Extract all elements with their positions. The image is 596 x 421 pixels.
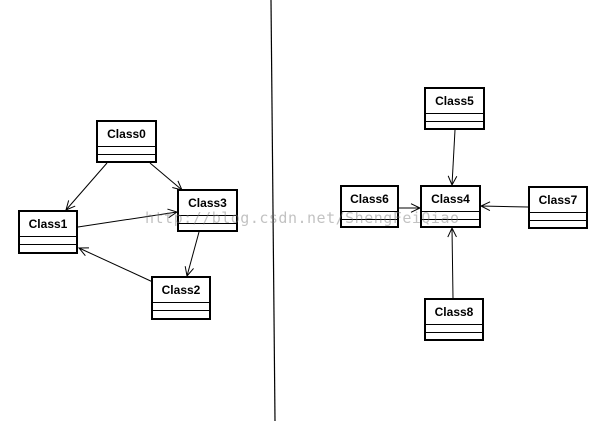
class-name: Class6 (342, 187, 397, 212)
class-name: Class7 (530, 188, 586, 213)
class-name: Class8 (426, 300, 482, 325)
attributes-section (179, 216, 236, 224)
operations-section (342, 220, 397, 227)
arrow-class5-to-class4 (451, 129, 456, 186)
class-name: Class2 (153, 278, 209, 303)
class-box-class6[interactable]: Class6 (340, 185, 399, 228)
arrow-class1-to-class3 (77, 211, 178, 228)
arrow-class7-to-class4 (480, 205, 529, 208)
operations-section (98, 155, 155, 162)
operations-section (422, 220, 479, 227)
class-name: Class0 (98, 122, 155, 147)
class-box-class8[interactable]: Class8 (424, 298, 484, 341)
class-box-class5[interactable]: Class5 (424, 87, 485, 130)
operations-section (153, 311, 209, 318)
operations-section (426, 333, 482, 340)
arrow-class3-to-class2 (186, 231, 200, 277)
divider-line (270, 0, 276, 421)
attributes-section (426, 325, 482, 333)
class-name: Class3 (179, 191, 236, 216)
arrow-class2-to-class1-head (77, 247, 90, 257)
arrow-class0-to-class1 (65, 162, 108, 211)
attributes-section (530, 213, 586, 221)
class-name: Class1 (20, 212, 76, 237)
attributes-section (426, 114, 483, 122)
operations-section (20, 245, 76, 252)
class-box-class4[interactable]: Class4 (420, 185, 481, 228)
attributes-section (153, 303, 209, 311)
attributes-section (98, 147, 155, 155)
arrow-class2-to-class1 (78, 247, 156, 284)
class-box-class2[interactable]: Class2 (151, 276, 211, 320)
operations-section (426, 122, 483, 129)
attributes-section (422, 212, 479, 220)
arrow-class0-to-class3 (149, 162, 183, 191)
class-box-class0[interactable]: Class0 (96, 120, 157, 163)
arrow-class8-to-class4 (451, 227, 454, 299)
attributes-section (342, 212, 397, 220)
class-name: Class4 (422, 187, 479, 212)
operations-section (179, 224, 236, 231)
arrow-class8-to-class4-head (447, 226, 457, 238)
class-name: Class5 (426, 89, 483, 114)
attributes-section (20, 237, 76, 245)
class-box-class3[interactable]: Class3 (177, 189, 238, 232)
class-box-class1[interactable]: Class1 (18, 210, 78, 254)
operations-section (530, 221, 586, 228)
class-box-class7[interactable]: Class7 (528, 186, 588, 229)
arrow-class7-to-class4-head (479, 201, 491, 211)
